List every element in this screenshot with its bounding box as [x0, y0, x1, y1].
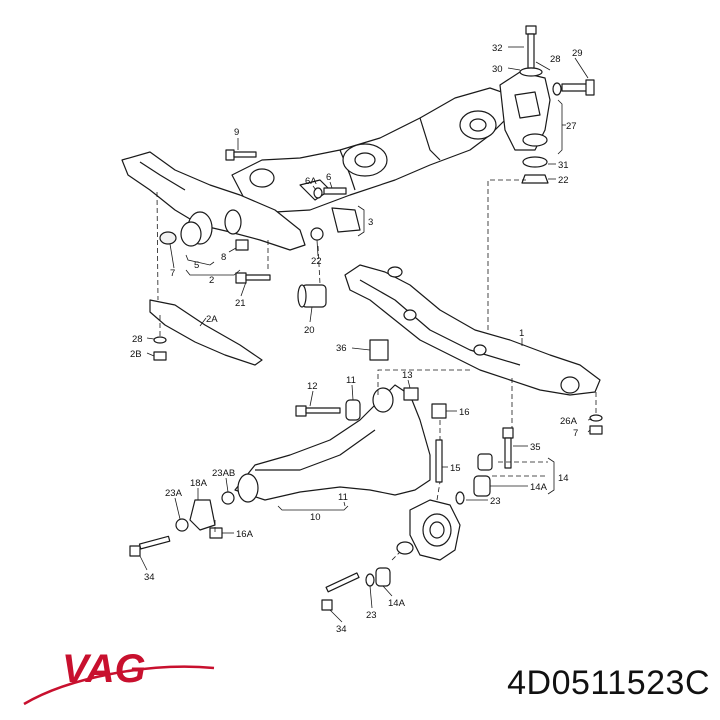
- callout-23A: 23A: [165, 488, 183, 499]
- callout-31: 31: [558, 160, 569, 171]
- callout-7: 7: [170, 268, 175, 279]
- callout-27: 27: [566, 121, 577, 132]
- callout-34: 34: [336, 624, 347, 635]
- callout-35: 35: [530, 442, 541, 453]
- callout-5: 5: [194, 260, 199, 271]
- bolt-6: [323, 187, 347, 195]
- washer-13: [403, 387, 419, 401]
- callout-14A: 14A: [388, 598, 406, 609]
- washer-28-top: [552, 82, 562, 96]
- nut-22-middle: [310, 227, 324, 241]
- callout-26A: 26A: [560, 416, 578, 427]
- callout-3: 3: [368, 217, 373, 228]
- callout-30: 30: [492, 64, 503, 75]
- differential-housing: [231, 87, 511, 213]
- callout-22: 22: [311, 256, 322, 267]
- bolt-35: [502, 427, 514, 469]
- washer-26A: [589, 414, 603, 422]
- reinforcement-plate-2A: [149, 299, 263, 366]
- bolt-29: [561, 79, 595, 96]
- callout-13: 13: [402, 370, 413, 381]
- callout-12: 12: [307, 381, 318, 392]
- bolt-9: [225, 149, 257, 161]
- bushing-11: [345, 399, 361, 421]
- callout-15: 15: [450, 463, 461, 474]
- callout-6: 6: [326, 172, 331, 183]
- callout-36: 36: [336, 343, 347, 354]
- nut-16A: [209, 527, 223, 539]
- dashed-lines: [156, 179, 597, 561]
- washer-23A: [175, 518, 189, 532]
- part-number: 4D0511523C: [507, 664, 710, 702]
- bolt-34-lower: [321, 572, 360, 611]
- nut-16: [431, 403, 447, 419]
- nut-22-top: [521, 174, 549, 184]
- bush-5: [180, 221, 202, 247]
- callout-22: 22: [558, 175, 569, 186]
- bolt-12: [295, 405, 341, 417]
- callout-34: 34: [144, 572, 155, 583]
- washer-28-lower: [153, 336, 167, 344]
- bolt-32: [525, 25, 537, 69]
- washer-23-right: [455, 491, 465, 505]
- washer-30: [519, 67, 543, 77]
- callout-2: 2: [209, 275, 214, 286]
- washer-31: [522, 156, 548, 168]
- bushing-14A: [473, 475, 491, 497]
- bracket-3: [331, 207, 361, 233]
- nut-2B: [153, 351, 167, 361]
- washer-6A: [313, 187, 323, 199]
- wheel-hub-knuckle: [396, 499, 461, 561]
- callout-23: 23: [490, 496, 501, 507]
- callout-11: 11: [338, 492, 348, 503]
- leader-lines: [139, 46, 593, 623]
- washer-23AB: [221, 491, 235, 505]
- logo-text: VAG: [62, 647, 146, 691]
- callout-29: 29: [572, 48, 583, 59]
- callout-20: 20: [304, 325, 315, 336]
- axle-subframe: [344, 264, 601, 396]
- bolt-21: [235, 272, 271, 284]
- bushing-14A-lower: [375, 567, 391, 587]
- callout-2B: 2B: [130, 349, 142, 360]
- callout-8: 8: [221, 252, 226, 263]
- callout-28: 28: [132, 334, 143, 345]
- callout-11: 11: [346, 375, 356, 386]
- callout-23: 23: [366, 610, 377, 621]
- bracket-18A: [189, 499, 216, 531]
- callout-16A: 16A: [236, 529, 254, 540]
- bushing-20: [297, 284, 327, 308]
- logo-swoosh: [23, 665, 215, 706]
- bolt-34-left: [129, 535, 171, 557]
- vag-logo: VAG: [23, 647, 215, 706]
- callout-labels: 32 28 29 30 27 31 22 9 6A 6 3 7 5 8 2 22…: [130, 43, 583, 635]
- callout-18A: 18A: [190, 478, 208, 489]
- callout-14A: 14A: [530, 482, 548, 493]
- callout-16: 16: [459, 407, 470, 418]
- bolt-15: [435, 439, 443, 483]
- bush-7-left: [159, 231, 177, 245]
- callout-28: 28: [550, 54, 561, 65]
- callout-23AB: 23AB: [212, 468, 235, 479]
- control-arm: [234, 384, 431, 503]
- clamp-36: [369, 339, 389, 361]
- nut-7-right: [589, 425, 603, 435]
- callout-2A: 2A: [206, 314, 218, 325]
- callout-14: 14: [558, 473, 569, 484]
- mount-bracket: [499, 71, 551, 151]
- washer-23-lower: [365, 573, 375, 587]
- nut-14: [477, 453, 493, 471]
- callout-1: 1: [519, 328, 524, 339]
- callout-7: 7: [573, 428, 578, 439]
- callout-6A: 6A: [305, 176, 317, 187]
- callout-10: 10: [310, 512, 321, 523]
- callout-9: 9: [234, 127, 239, 138]
- nut-8: [235, 239, 249, 251]
- callout-21: 21: [235, 298, 246, 309]
- callout-32: 32: [492, 43, 503, 54]
